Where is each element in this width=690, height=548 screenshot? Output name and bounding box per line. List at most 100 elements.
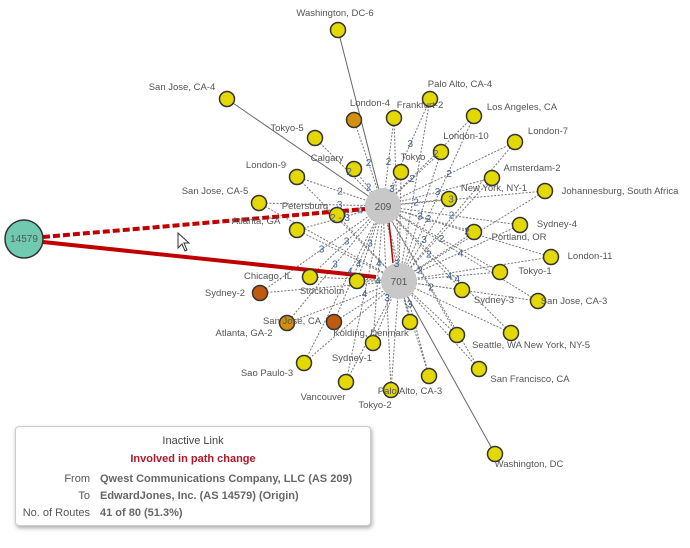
edge-line[interactable] [356, 205, 384, 282]
edge-line[interactable] [398, 141, 516, 282]
edge-line[interactable] [398, 280, 480, 370]
edge-weight-label: 2 [337, 187, 343, 198]
edge-line[interactable] [226, 98, 384, 207]
as-node[interactable] [491, 263, 509, 281]
edge-line[interactable] [259, 205, 384, 294]
edge-line[interactable] [372, 205, 384, 344]
inactive-link-209[interactable] [42, 207, 366, 239]
as-node[interactable] [529, 292, 547, 310]
edge-line[interactable] [390, 280, 400, 391]
as-node[interactable] [301, 268, 319, 286]
edge-line[interactable] [398, 177, 493, 282]
as-node[interactable] [382, 381, 400, 399]
edge-line[interactable] [382, 205, 392, 391]
edge-line[interactable] [398, 256, 552, 282]
as-node[interactable] [542, 248, 560, 266]
as-node[interactable] [392, 163, 410, 181]
origin-node[interactable] [4, 219, 44, 259]
edge-line[interactable] [382, 205, 480, 370]
as-node[interactable] [385, 109, 403, 127]
as-node[interactable] [453, 281, 471, 299]
edge-weight-label: 4 [376, 259, 382, 270]
edge-line[interactable] [259, 280, 400, 294]
edge-weight-label: 2 [426, 250, 432, 261]
edge-weight-label: 2 [413, 198, 419, 209]
as-node[interactable] [483, 169, 501, 187]
as-node[interactable] [325, 313, 343, 331]
edge-line[interactable] [382, 115, 475, 207]
edge-line[interactable] [286, 205, 384, 324]
edge-line[interactable] [382, 98, 431, 207]
as-node[interactable] [364, 334, 382, 352]
edge-weight-label: 2 [446, 169, 452, 180]
edge-weight-label: 4 [357, 206, 363, 217]
edge-line[interactable] [398, 280, 458, 336]
node-label: Sydney-1 [332, 353, 372, 364]
edge-line[interactable] [258, 202, 400, 282]
as-node[interactable] [470, 360, 488, 378]
as-node[interactable] [328, 206, 346, 224]
as-node[interactable] [432, 143, 450, 161]
as-node[interactable] [348, 272, 366, 290]
edge-line[interactable] [398, 98, 431, 282]
edge-line[interactable] [382, 151, 442, 207]
as-node[interactable] [465, 223, 483, 241]
as-node[interactable] [218, 90, 236, 108]
as-node[interactable] [486, 445, 504, 463]
edge-line[interactable] [353, 119, 384, 207]
as-node[interactable] [345, 111, 363, 129]
origin-label: 14579 [10, 234, 38, 245]
as-node[interactable] [506, 133, 524, 151]
tooltip-subtitle: Involved in path change [130, 453, 256, 465]
edge-line[interactable] [296, 229, 400, 282]
edge-line[interactable] [398, 280, 496, 455]
link-209-701[interactable] [388, 221, 394, 264]
edge-line[interactable] [286, 280, 400, 324]
edge-weight-label: 4 [362, 289, 368, 300]
edge-line[interactable] [258, 202, 384, 207]
active-link-701[interactable] [42, 240, 377, 279]
as-node[interactable] [295, 354, 313, 372]
as-node[interactable] [337, 373, 355, 391]
node-label: New York, NY-5 [524, 340, 590, 351]
edge-line[interactable] [398, 171, 402, 282]
as-node[interactable] [288, 168, 306, 186]
as-node[interactable] [465, 107, 483, 125]
mouse-cursor-icon [177, 231, 191, 252]
node-label: San Jose, CA-5 [182, 186, 249, 197]
edge-line[interactable] [345, 280, 400, 383]
as-node[interactable] [502, 324, 520, 342]
edge-line[interactable] [382, 177, 493, 207]
to-value: EdwardJones, Inc. (AS 14579) (Origin) [100, 490, 299, 502]
edge-line[interactable] [296, 176, 384, 207]
hub-701-node[interactable] [381, 263, 417, 299]
as-node[interactable] [448, 326, 466, 344]
edge-weight-label: 4 [356, 259, 362, 270]
as-node[interactable] [250, 194, 268, 212]
edge-line[interactable] [303, 205, 384, 364]
edge-line[interactable] [382, 205, 539, 302]
node-label: Chicago, IL [244, 271, 292, 282]
as-node[interactable] [251, 284, 269, 302]
as-node[interactable] [288, 221, 306, 239]
as-node[interactable] [420, 367, 438, 385]
as-node[interactable] [401, 313, 419, 331]
as-node[interactable] [278, 314, 296, 332]
as-node[interactable] [536, 182, 554, 200]
as-node[interactable] [511, 216, 529, 234]
as-node[interactable] [421, 90, 439, 108]
edge-line[interactable] [382, 190, 546, 207]
as-node[interactable] [329, 21, 347, 39]
edge-line[interactable] [398, 280, 512, 334]
edge-line[interactable] [345, 205, 384, 383]
hub-209-node[interactable] [365, 188, 401, 224]
edge-line[interactable] [382, 205, 463, 291]
from-value: Qwest Communications Company, LLC (AS 20… [100, 473, 353, 485]
as-node[interactable] [306, 129, 324, 147]
as-node[interactable] [440, 190, 458, 208]
edge-line[interactable] [382, 205, 501, 273]
as-node[interactable] [345, 160, 363, 178]
edge-line[interactable] [382, 205, 458, 336]
node-label: Atlanta, GA [232, 216, 281, 227]
